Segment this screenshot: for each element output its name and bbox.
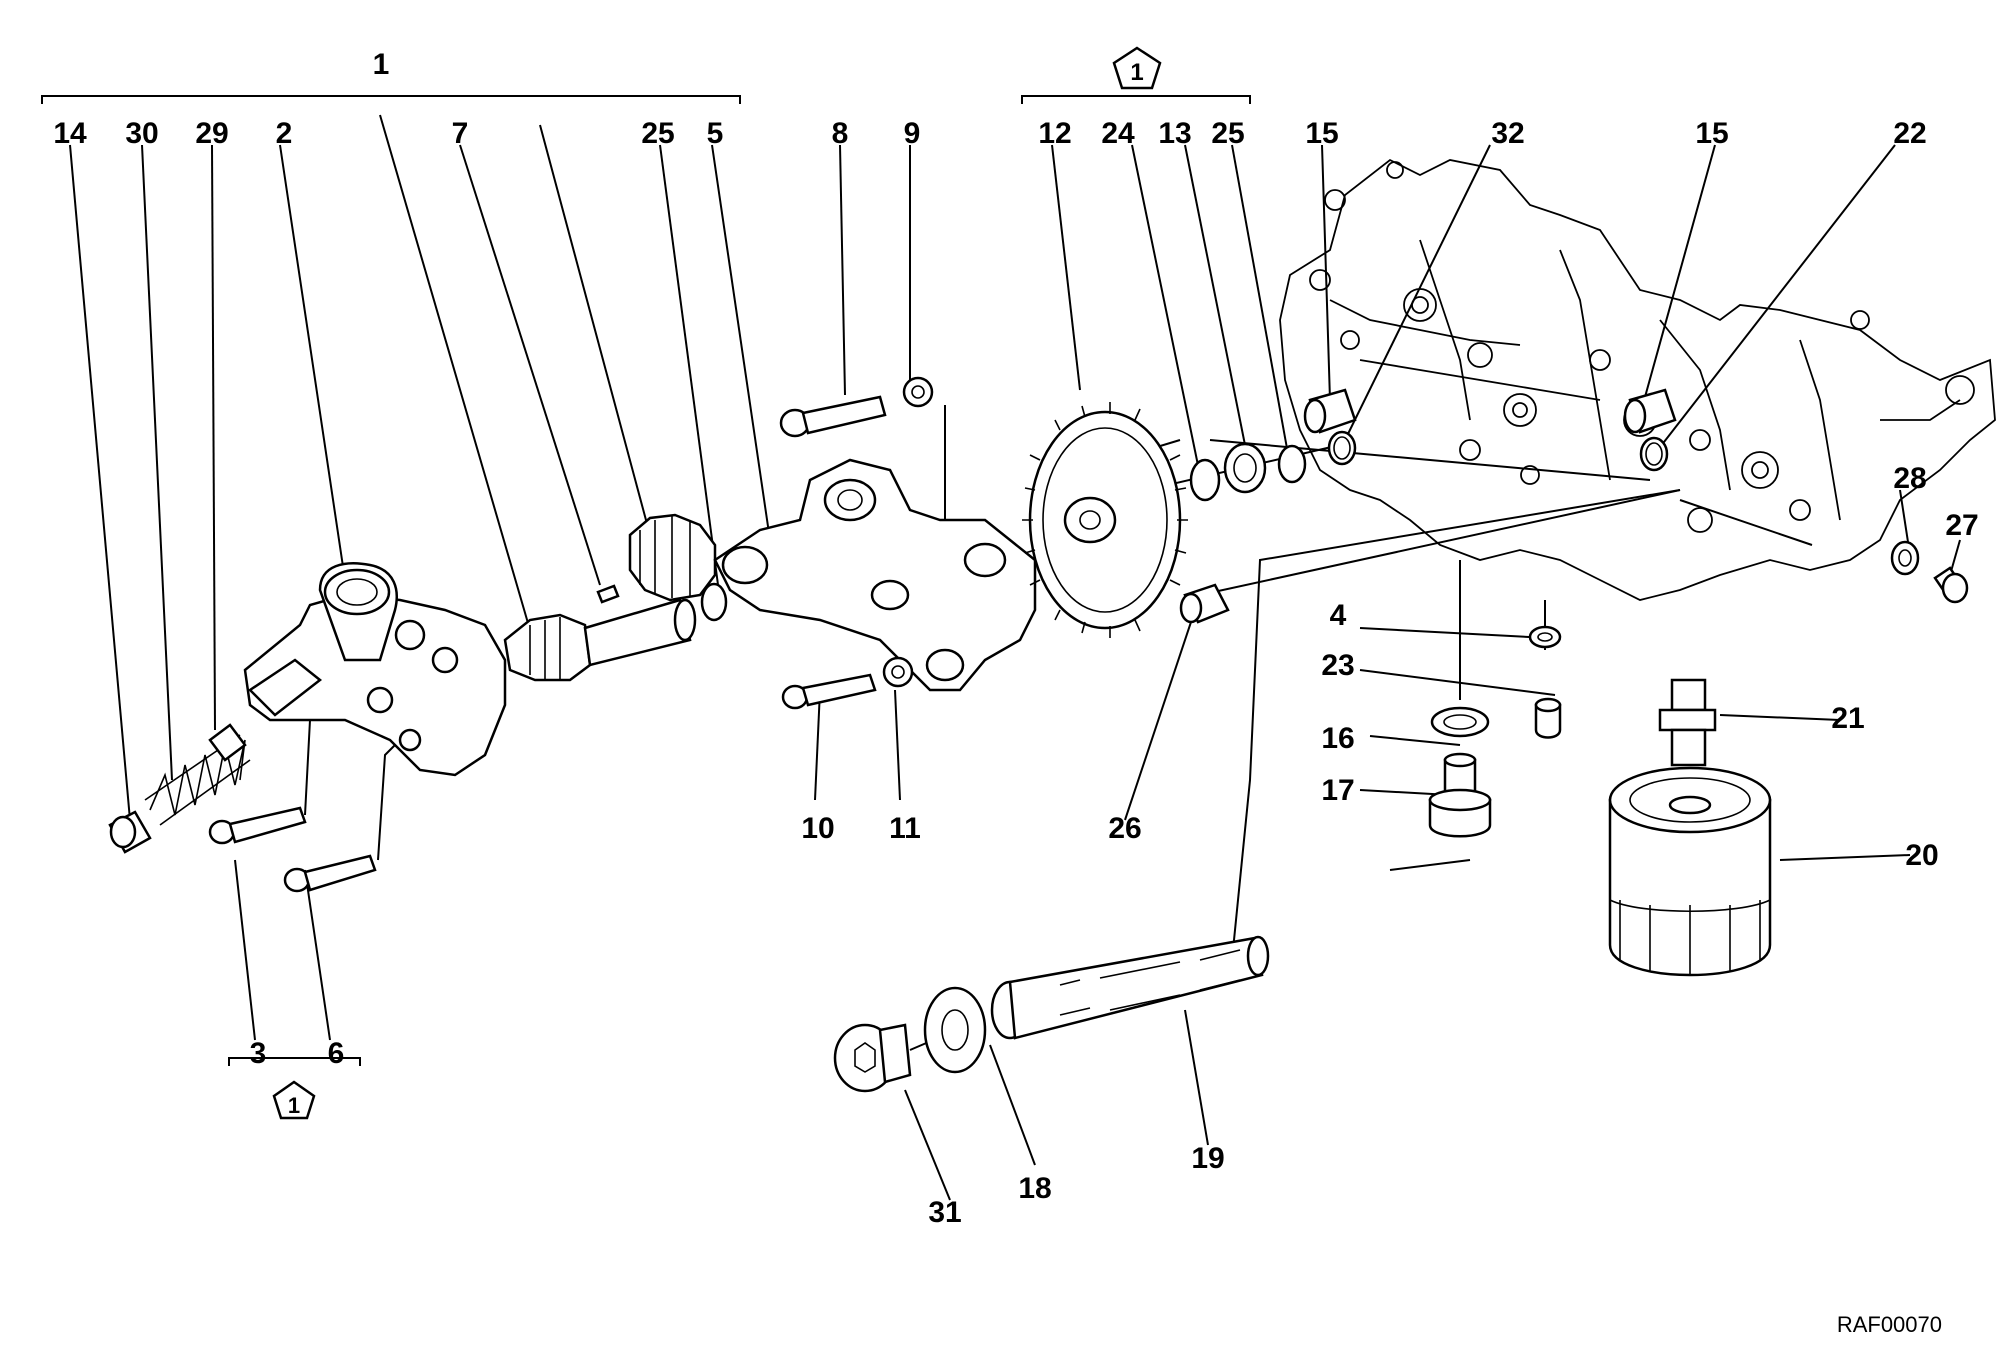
- label-part-30: 30: [125, 117, 158, 150]
- label-part-1: 1: [373, 48, 390, 81]
- screw-part-8: [779, 395, 887, 438]
- pin-part-7: [596, 584, 620, 604]
- label-part-3: 3: [250, 1037, 267, 1070]
- label-part-25a: 25: [641, 117, 674, 150]
- crankcase-outline: [1279, 158, 1996, 601]
- label-part-32: 32: [1491, 117, 1524, 150]
- nipple-part-21: [1658, 678, 1717, 767]
- label-part-14: 14: [53, 117, 87, 150]
- bush-part-26: [1179, 583, 1230, 624]
- pump-cover-part-5: [713, 458, 1037, 692]
- plug-part-23: [1534, 697, 1562, 739]
- label-part-21: 21: [1831, 702, 1864, 735]
- label-part-12: 12: [1038, 117, 1071, 150]
- label-part-23: 23: [1321, 649, 1354, 682]
- label-part-13: 13: [1158, 117, 1191, 150]
- label-part-5: 5: [707, 117, 724, 150]
- label-part-25b: 25: [1211, 117, 1244, 150]
- plug-part-31: [833, 1023, 912, 1093]
- group-marker-top: 1: [1112, 46, 1162, 90]
- label-part-9: 9: [904, 117, 921, 150]
- label-part-2: 2: [276, 117, 293, 150]
- screw-part-10: [781, 673, 877, 710]
- svg-text:1: 1: [288, 1093, 300, 1118]
- valve-part-29: [208, 723, 247, 762]
- screw-part-6: [283, 854, 377, 893]
- label-part-29: 29: [195, 117, 228, 150]
- rotor-gear: [628, 513, 717, 602]
- circlip-part-25b: [1277, 444, 1307, 484]
- svg-text:1: 1: [1130, 59, 1143, 86]
- bush-part-15b: [1623, 388, 1677, 434]
- label-part-6: 6: [328, 1037, 345, 1070]
- label-part-19: 19: [1191, 1142, 1224, 1175]
- label-part-31: 31: [928, 1196, 961, 1229]
- plug-part-14: [108, 810, 152, 854]
- label-part-10: 10: [801, 812, 834, 845]
- drawing-reference: RAF00070: [1837, 1312, 1942, 1337]
- gear-part-12: [1022, 402, 1188, 638]
- drive-gear-shaft: [503, 598, 697, 682]
- seal-part-18: [923, 986, 987, 1074]
- label-part-26: 26: [1108, 812, 1141, 845]
- label-part-15a: 15: [1305, 117, 1338, 150]
- label-part-11: 11: [889, 812, 921, 845]
- label-part-7: 7: [452, 117, 469, 150]
- label-part-20: 20: [1905, 839, 1938, 872]
- screw-part-3: [208, 806, 307, 845]
- label-part-8: 8: [832, 117, 849, 150]
- washer-part-4: [1528, 625, 1562, 649]
- group-marker-bottom: 1: [272, 1080, 316, 1120]
- leader-lines: [41, 95, 1961, 1201]
- ring-part-24: [1189, 458, 1221, 502]
- label-part-22: 22: [1893, 117, 1926, 150]
- washer-part-11: [882, 656, 914, 688]
- oil-filter-part-20: [1608, 766, 1772, 977]
- strainer-part-19: [990, 935, 1270, 1040]
- plug-part-27: [1933, 566, 1969, 604]
- seal-part-16: [1430, 706, 1490, 738]
- washer-part-9: [902, 376, 934, 408]
- drain-plug-part-17: [1428, 752, 1492, 838]
- washer-part-28: [1890, 540, 1920, 576]
- label-part-4: 4: [1330, 599, 1347, 632]
- label-part-18: 18: [1018, 1172, 1051, 1205]
- label-part-16: 16: [1321, 722, 1354, 755]
- label-part-27: 27: [1945, 509, 1978, 542]
- bush-part-15a: [1303, 388, 1357, 434]
- bearing-part-13: [1223, 442, 1267, 494]
- label-part-15b: 15: [1695, 117, 1728, 150]
- circlip-part-25a: [700, 582, 728, 622]
- pump-body-part-2: [243, 562, 507, 777]
- label-part-17: 17: [1321, 774, 1354, 807]
- oring-part-22: [1639, 436, 1669, 472]
- label-part-24: 24: [1101, 117, 1135, 150]
- oring-part-32: [1327, 430, 1357, 466]
- part-labels: 1 14 30 29 2 7 25 5 8 9 12 24 13 25 15 3…: [53, 48, 1978, 1229]
- label-part-28: 28: [1893, 462, 1926, 495]
